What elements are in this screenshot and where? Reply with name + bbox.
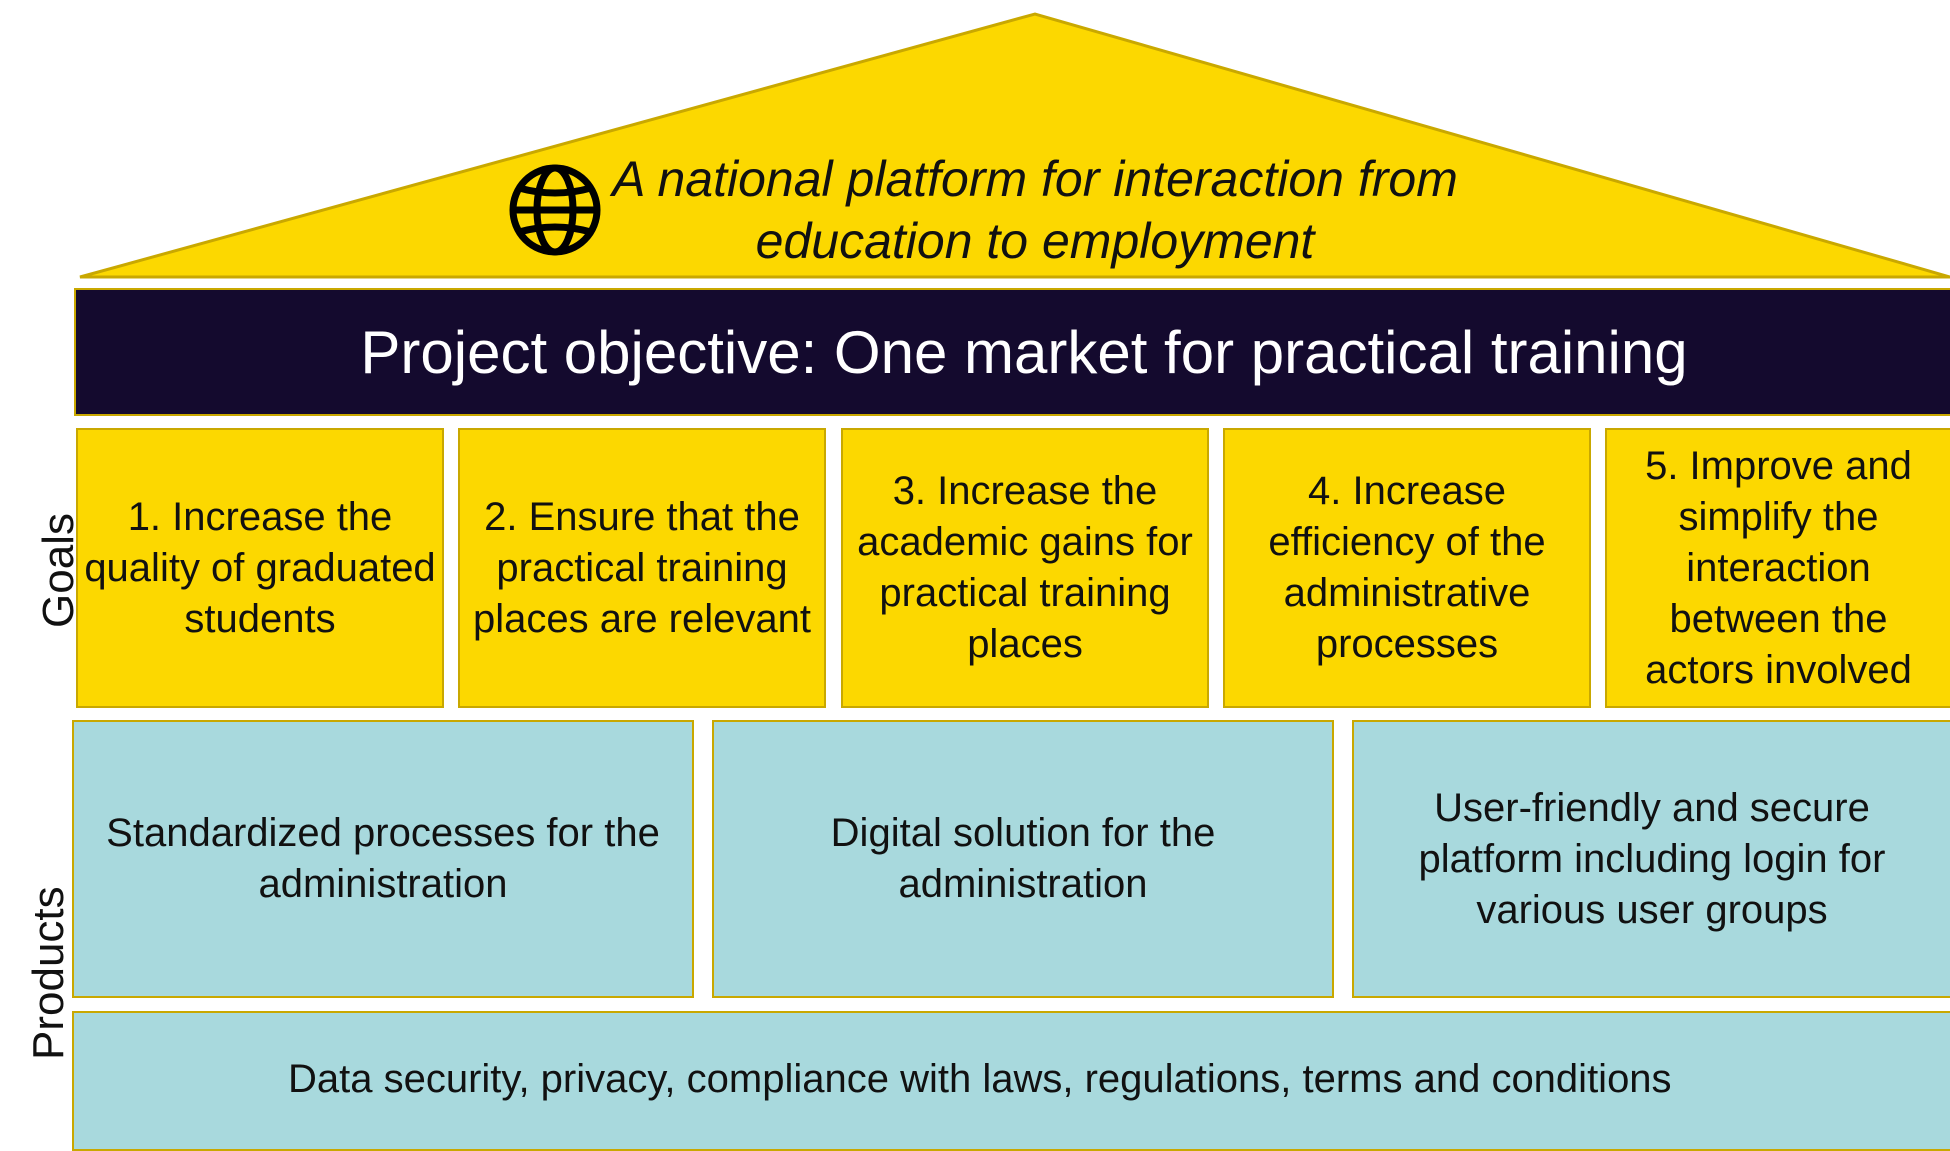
goal-4-box: 4. Increase efficiency of the administra… xyxy=(1223,428,1591,708)
goal-3-text: 3. Increase the academic gains for pract… xyxy=(857,469,1193,666)
product-1-text: Standardized processes for the administr… xyxy=(106,811,660,906)
roof-title-line-1: A national platform for interaction from xyxy=(612,151,1458,207)
goal-3-box: 3. Increase the academic gains for pract… xyxy=(841,428,1209,708)
goal-4-text: 4. Increase efficiency of the administra… xyxy=(1268,469,1546,666)
products-label: Products xyxy=(24,886,73,1060)
project-objective-banner: Project objective: One market for practi… xyxy=(74,288,1950,416)
goal-2-box: 2. Ensure that the practical training pl… xyxy=(458,428,826,708)
goal-2-text: 2. Ensure that the practical training pl… xyxy=(473,494,811,641)
project-objective-text: Project objective: One market for practi… xyxy=(360,318,1688,386)
product-2-box: Digital solution for the administration xyxy=(712,720,1334,998)
foundation-box: Data security, privacy, compliance with … xyxy=(72,1011,1950,1151)
goal-1-box: 1. Increase the quality of graduated stu… xyxy=(76,428,444,708)
foundation-text: Data security, privacy, compliance with … xyxy=(288,1057,1672,1101)
product-2-text: Digital solution for the administration xyxy=(830,811,1216,906)
roof-title-line-2: education to employment xyxy=(755,213,1315,269)
product-3-text: User-friendly and secure platform includ… xyxy=(1418,785,1886,932)
goal-5-box: 5. Improve and simplify the interaction … xyxy=(1605,428,1950,708)
goal-5-text: 5. Improve and simplify the interaction … xyxy=(1645,443,1912,692)
product-3-box: User-friendly and secure platform includ… xyxy=(1352,720,1950,998)
roof-title: A national platform for interaction from… xyxy=(560,148,1510,272)
globe-icon xyxy=(509,164,601,256)
goal-1-text: 1. Increase the quality of graduated stu… xyxy=(84,494,436,641)
product-1-box: Standardized processes for the administr… xyxy=(72,720,694,998)
